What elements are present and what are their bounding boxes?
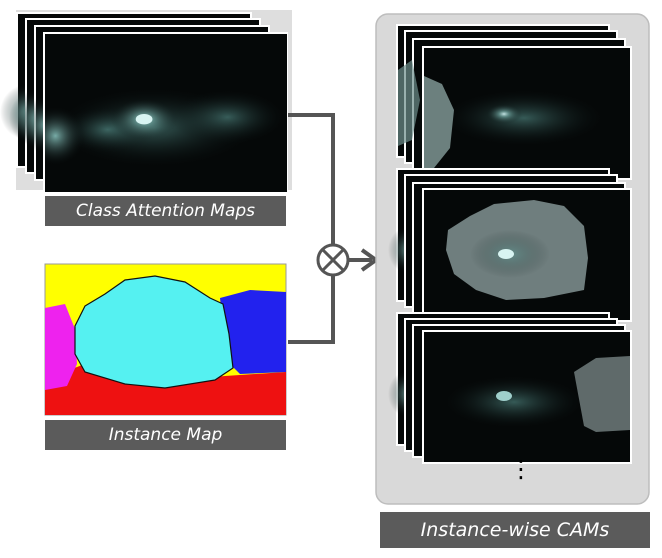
region-magenta [45, 304, 77, 390]
cam-stack-2 [388, 168, 632, 322]
connector-lines [288, 113, 335, 344]
multiply-operator [316, 243, 350, 277]
attention-map-front [43, 32, 288, 192]
instance-map-label: Instance Map [45, 420, 286, 450]
region-blue [220, 290, 286, 374]
instance-wise-cams-label: Instance-wise CAMs [380, 512, 650, 548]
cam-stack-1 [396, 24, 632, 180]
class-attention-maps-label: Class Attention Maps [45, 196, 286, 226]
continuation-dots: ⋮ [509, 455, 533, 483]
instance-map [44, 263, 287, 416]
region-cyan [74, 275, 234, 389]
cam-stack-3 [388, 312, 632, 464]
arrow-right-icon [349, 248, 380, 272]
class-attention-maps-stack [0, 10, 292, 192]
